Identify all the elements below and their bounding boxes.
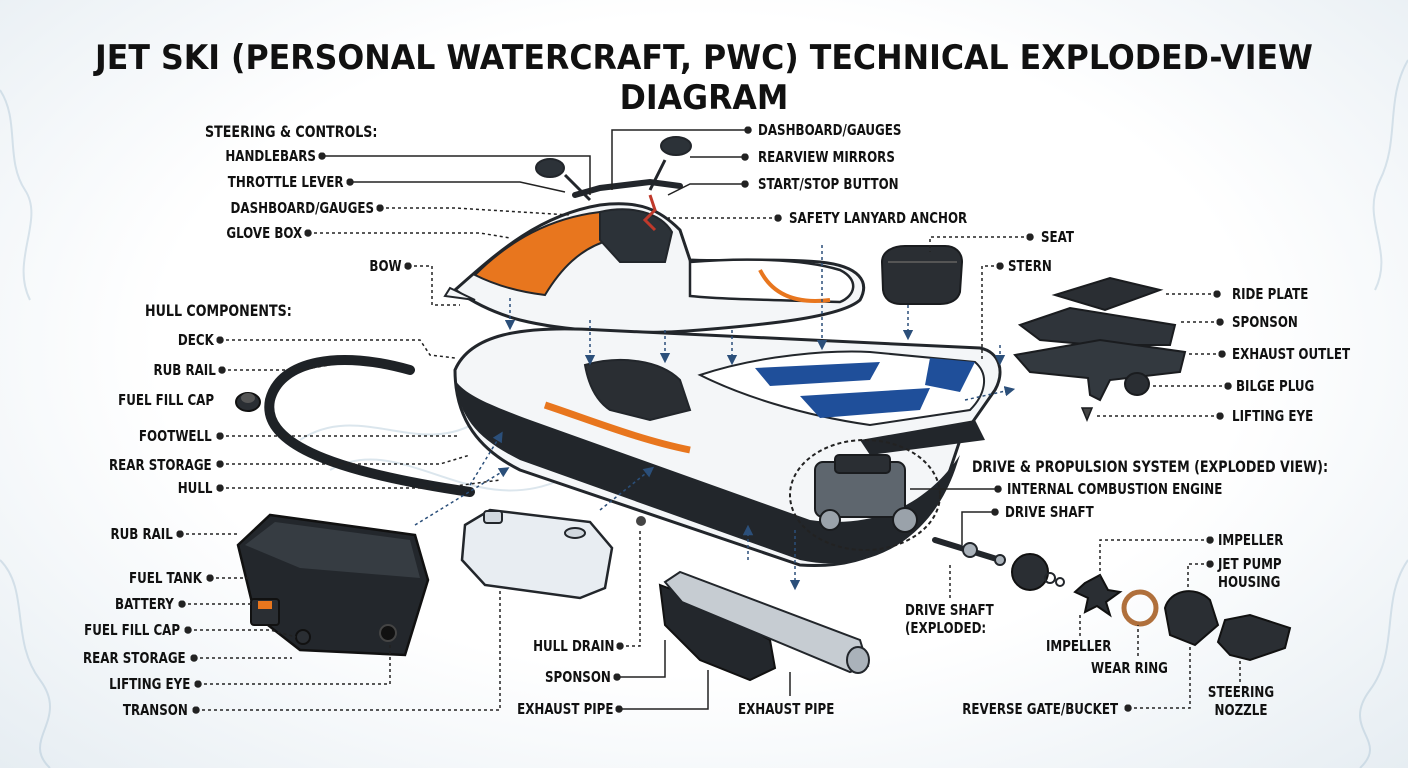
label-safety-lanyard-anchor: SAFETY LANYARD ANCHOR <box>789 209 968 227</box>
label-rearview-mirrors: REARVIEW MIRRORS <box>758 148 895 166</box>
label-fuel-fill-cap-2: FUEL FILL CAP <box>84 621 180 639</box>
label-lifting-eye-2: LIFTING EYE <box>1232 407 1314 425</box>
label-handlebars: HANDLEBARS <box>225 147 316 165</box>
wear-ring-part <box>1121 589 1159 627</box>
label-lifting-eye-1: LIFTING EYE <box>108 675 190 693</box>
section-steering-controls: STEERING & CONTROLS: <box>205 122 378 141</box>
label-rub-rail-2: RUB RAIL <box>110 525 173 543</box>
label-hull: HULL <box>177 479 212 497</box>
label-drive-shaft-exploded: DRIVE SHAFT (EXPLODED: <box>905 601 994 637</box>
label-rear-storage-1: REAR STORAGE <box>109 456 212 474</box>
label-bilge-plug: BILGE PLUG <box>1236 377 1315 395</box>
label-footwell: FOOTWELL <box>139 427 212 445</box>
section-hull-components: HULL COMPONENTS: <box>145 301 292 320</box>
label-exhaust-pipe-1: EXHAUST PIPE <box>516 700 613 718</box>
exhaust-pipe-part <box>663 570 870 674</box>
label-sponson-1: SPONSON <box>1232 313 1298 331</box>
label-hull-drain: HULL DRAIN <box>532 637 614 655</box>
label-jet-pump-housing: JET PUMP HOUSING <box>1218 555 1282 591</box>
section-drive-propulsion: DRIVE & PROPULSION SYSTEM (EXPLODED VIEW… <box>972 457 1329 476</box>
fuel-fill-cap-part <box>235 392 261 412</box>
label-seat: SEAT <box>1041 228 1074 246</box>
label-battery: BATTERY <box>115 595 174 613</box>
upper-deck-assembly <box>443 136 866 334</box>
label-rear-storage-2: REAR STORAGE <box>83 649 186 667</box>
label-reverse-gate-bucket: REVERSE GATE/BUCKET <box>962 700 1118 718</box>
leader-lines <box>176 126 1241 714</box>
fuel-fill-cap-2-part <box>295 629 311 645</box>
label-wear-ring: WEAR RING <box>1091 659 1168 677</box>
label-drive-shaft: DRIVE SHAFT <box>1005 503 1094 521</box>
label-exhaust-pipe-2: EXHAUST PIPE <box>738 700 835 718</box>
rub-rail-hose <box>264 355 475 497</box>
label-stern: STERN <box>1008 257 1052 275</box>
seat-cushion <box>880 245 964 305</box>
label-internal-combustion-engine: INTERNAL COMBUSTION ENGINE <box>1007 480 1223 498</box>
label-start-stop-button: START/STOP BUTTON <box>758 175 899 193</box>
page-title: JET SKI (PERSONAL WATERCRAFT, PWC) TECHN… <box>95 38 1313 118</box>
label-glove-box: GLOVE BOX <box>226 224 302 242</box>
label-rub-rail-1: RUB RAIL <box>153 361 216 379</box>
label-ride-plate: RIDE PLATE <box>1232 285 1309 303</box>
label-sponson-2: SPONSON <box>545 668 611 686</box>
label-throttle-lever: THROTTLE LEVER <box>228 173 344 191</box>
label-dashboard-gauges-left: DASHBOARD/GAUGES <box>230 199 374 217</box>
label-impeller-bottom: IMPELLER <box>1046 637 1112 655</box>
fuel-tank-part <box>460 508 614 600</box>
engine-block <box>789 439 941 551</box>
label-fuel-fill-cap-1: FUEL FILL CAP <box>118 391 214 409</box>
stern-parts <box>1013 276 1187 422</box>
label-exhaust-outlet: EXHAUST OUTLET <box>1232 345 1351 363</box>
label-dashboard-gauges-top: DASHBOARD/GAUGES <box>758 121 902 139</box>
impeller-part <box>1011 553 1123 618</box>
assembly-arrows <box>414 245 1016 591</box>
storage-bin <box>236 513 430 657</box>
jet-pump-housing-part <box>1163 590 1292 662</box>
label-bow: BOW <box>369 257 402 275</box>
label-impeller-top: IMPELLER <box>1218 531 1284 549</box>
label-fuel-tank: FUEL TANK <box>129 569 202 587</box>
label-deck: DECK <box>178 331 214 349</box>
label-steering-nozzle: STEERING NOZZLE <box>1207 683 1275 719</box>
drive-shaft-part <box>932 537 1006 566</box>
label-transon: TRANSON <box>123 701 188 719</box>
